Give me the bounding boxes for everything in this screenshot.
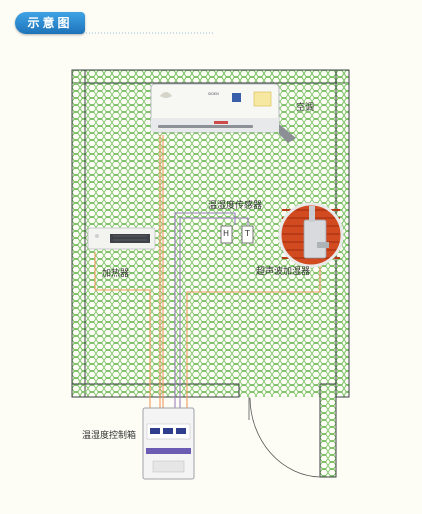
heater-label: 加热器 — [102, 269, 130, 279]
air-conditioner-label: 空调 — [296, 103, 315, 113]
wiring — [94, 135, 321, 410]
heater-unit — [87, 227, 156, 250]
temperature-sensor-box — [241, 225, 254, 244]
wire-humidifier — [186, 258, 321, 410]
room-wall — [71, 69, 350, 478]
door-jamb — [319, 383, 337, 478]
temperature-mark: T — [245, 229, 250, 238]
wire-heater — [94, 252, 151, 410]
svg-text:SIDEN: SIDEN — [208, 92, 219, 96]
ultrasonic-humidifier — [278, 202, 344, 268]
wire-sensor — [174, 212, 236, 410]
humidity-sensor-box — [220, 225, 233, 244]
temp-humidity-sensor — [220, 225, 254, 244]
sensor-label: 温湿度传感器 — [208, 201, 263, 211]
control-box-label: 温湿度控制箱 — [82, 431, 137, 441]
door-swing — [249, 397, 321, 478]
humidity-mark: H — [223, 229, 230, 238]
humidifier-label: 超声波加湿器 — [256, 267, 311, 277]
page-title: 示意图 — [15, 12, 85, 34]
air-conditioner-unit: SIDEN — [150, 83, 296, 143]
control-box-unit — [142, 407, 195, 480]
